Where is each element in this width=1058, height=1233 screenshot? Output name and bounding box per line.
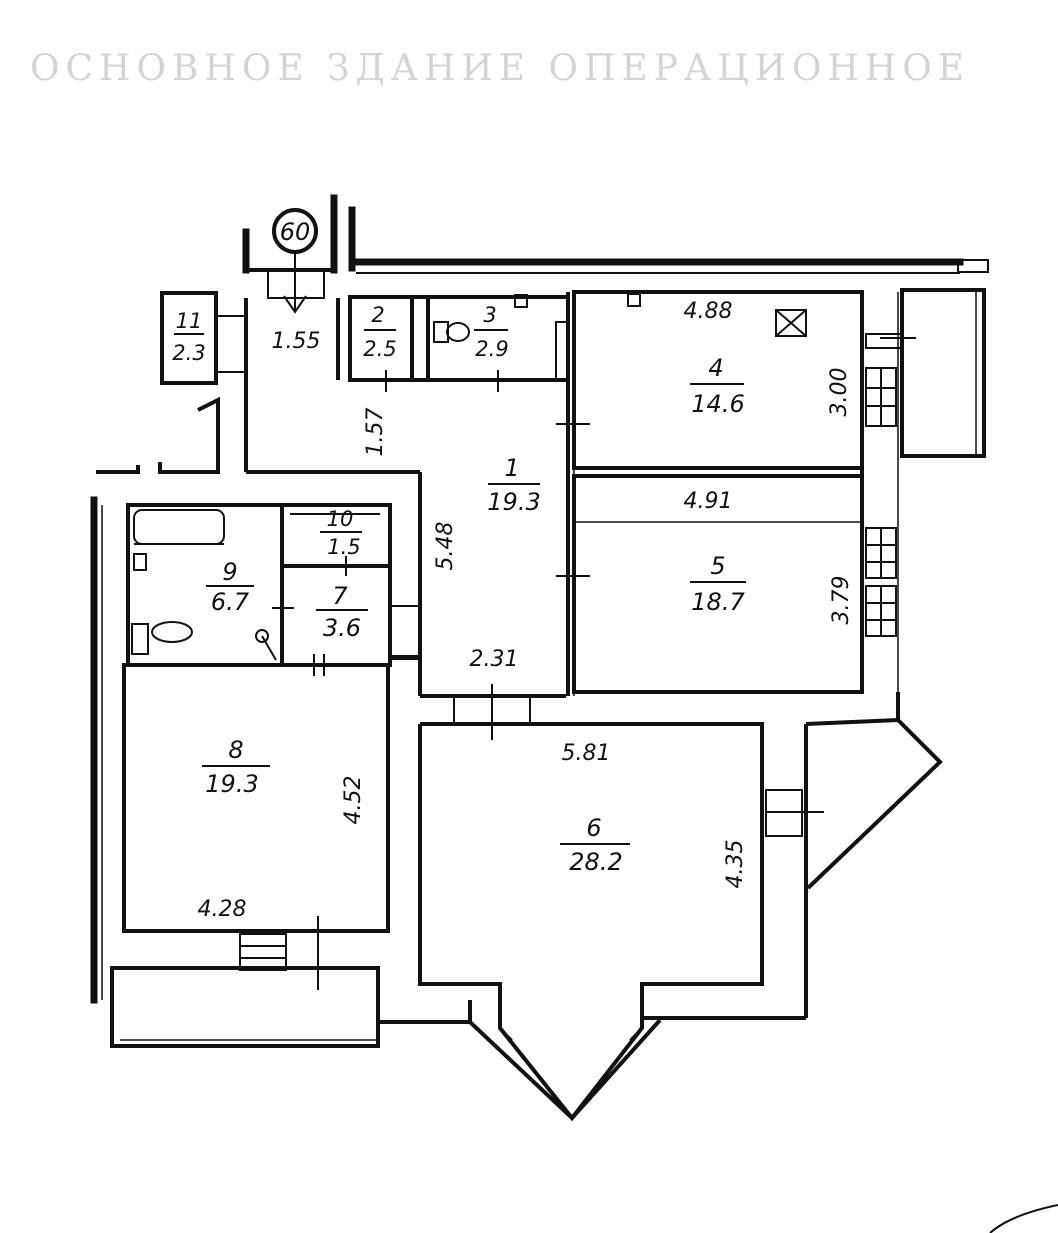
room-6-number: 6 <box>586 814 601 842</box>
room-8: 8 19.3 <box>122 656 420 990</box>
dim-room5-depth: 3.79 <box>829 576 854 625</box>
dim-corridor-long: 5.48 <box>433 522 458 571</box>
dim-room5-width: 4.91 <box>684 489 733 514</box>
dim-room4-depth: 3.00 <box>827 368 852 417</box>
dim-room8-width: 4.28 <box>198 897 247 922</box>
dim-corridor-short: 1.57 <box>363 408 388 457</box>
room-1-area: 19.3 <box>487 488 540 516</box>
rooms-2-3: 2 2.5 3 2.9 <box>348 294 570 392</box>
room-5-area: 18.7 <box>691 588 745 616</box>
room-6: 6 28.2 <box>418 684 943 1122</box>
bottom-balcony <box>110 966 472 1048</box>
marker-number: 60 <box>280 218 311 246</box>
dim-room6-depth: 4.35 <box>723 840 748 889</box>
dim-room6-width: 5.81 <box>562 741 611 766</box>
window-room-4 <box>865 367 897 427</box>
room-3-number: 3 <box>483 303 496 327</box>
room-2-area: 2.5 <box>363 337 396 361</box>
room-1-number: 1 <box>504 454 519 482</box>
dimensions: 1.55 1.57 5.48 2.31 4.88 3.00 4.91 3.79 … <box>198 299 854 922</box>
room-7-number: 7 <box>332 582 348 610</box>
room-2-number: 2 <box>371 303 384 327</box>
room-8-number: 8 <box>228 736 243 764</box>
window-room-5b <box>865 585 897 637</box>
corner-mark <box>989 1204 1058 1233</box>
dim-room4-width: 4.88 <box>684 299 733 324</box>
window-room-5a <box>865 527 897 579</box>
dim-corridor-bottom: 2.31 <box>470 647 519 672</box>
room-11-area: 2.3 <box>172 341 205 365</box>
room-10-number: 10 <box>327 507 354 531</box>
header-text: ОСНОВНОЕ ЗДАНИЕ ОПЕРАЦИОННОЕ <box>30 48 970 89</box>
room-7-area: 3.6 <box>323 614 361 642</box>
room-5-number: 5 <box>710 552 725 580</box>
room-6-area: 28.2 <box>569 848 622 876</box>
room-9-number: 9 <box>222 558 237 586</box>
room-4-number: 4 <box>708 354 723 382</box>
section-marker: 60 <box>267 208 325 314</box>
room-11: 11 2.3 <box>160 291 246 385</box>
room-10-area: 1.5 <box>327 535 360 559</box>
room-8-area: 19.3 <box>205 770 258 798</box>
room-4-area: 14.6 <box>691 390 744 418</box>
dim-entry-width: 1.55 <box>272 329 321 354</box>
rooms-9-10-7: 9 6.7 10 1.5 7 3.6 <box>131 505 420 676</box>
room-11-number: 11 <box>176 309 203 333</box>
dim-room8-depth: 4.52 <box>341 776 366 825</box>
room-3-area: 2.9 <box>475 337 508 361</box>
right-balcony <box>860 288 986 720</box>
room-9-area: 6.7 <box>211 588 250 616</box>
